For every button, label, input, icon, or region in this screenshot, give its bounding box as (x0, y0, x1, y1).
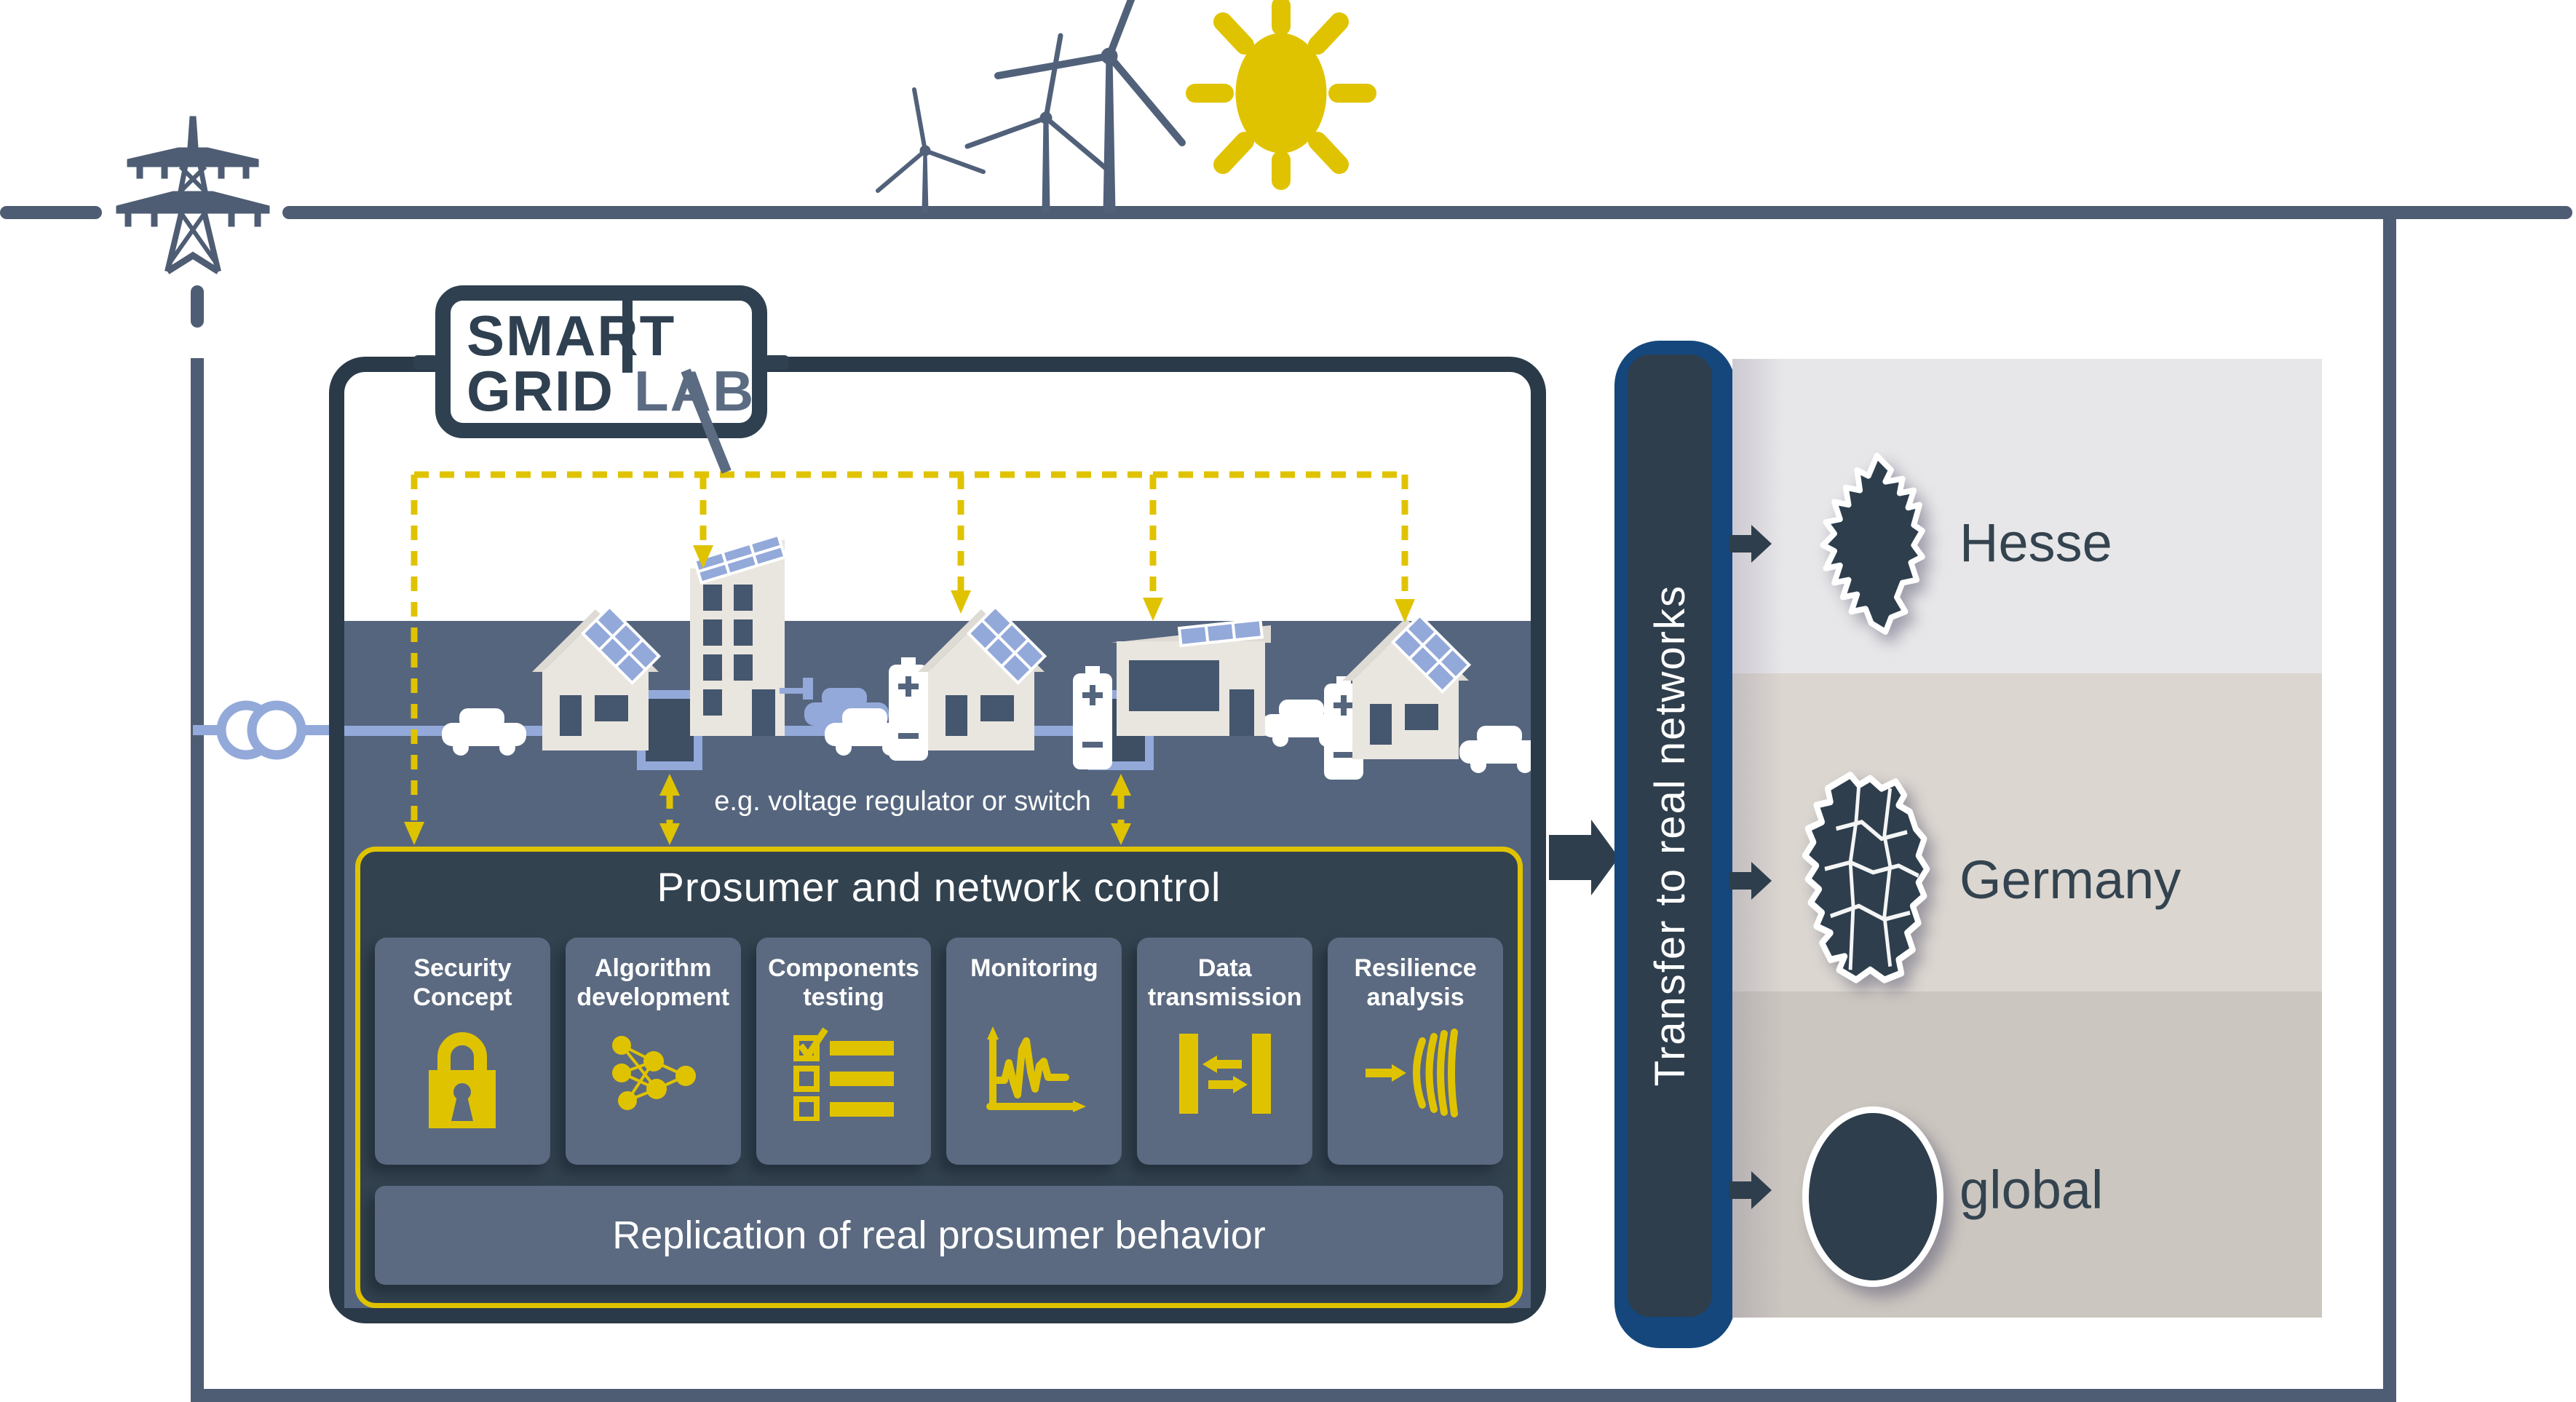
control-panel-title: Prosumer and network control (657, 864, 1221, 910)
germany-map (1802, 772, 1930, 983)
card-data-transmission: Data transmission (1137, 938, 1313, 1165)
waveform-chart-icon (986, 1026, 1086, 1112)
label-hesse: Hesse (1959, 512, 2112, 573)
wind-turbine-icon-medium (964, 33, 1113, 213)
network-nodes-icon (612, 1036, 697, 1110)
car-icon-1 (442, 708, 555, 756)
voltage-regulator-note: e.g. voltage regulator or switch (714, 786, 1091, 817)
logo-right-stub (764, 355, 789, 370)
transformer-icon (193, 700, 353, 760)
target-panel-hesse (1732, 359, 2322, 673)
grid-left-line (191, 358, 204, 1402)
card-security-concept: Security Concept (375, 938, 550, 1165)
card-resilience-analysis: Resilience analysis (1328, 938, 1503, 1165)
card-algorithm-development: Algorithm development (565, 938, 741, 1165)
grid-top-line-left-stub (0, 206, 102, 219)
logo-word-smart: SMART (467, 304, 676, 368)
label-global: global (1959, 1160, 2104, 1220)
transfer-bar: Transfer to real networks (1628, 355, 1712, 1317)
logo-left-stub (413, 355, 438, 370)
resilience-waves-icon (1365, 1029, 1458, 1117)
label-germany: Germany (1959, 849, 2181, 910)
capability-cards-row: Security Concept Algorithm development (375, 938, 1503, 1165)
grid-right-line (2383, 219, 2396, 1402)
prosumer-control-panel: Prosumer and network control Security Co… (355, 847, 1523, 1308)
card-label: Components testing (768, 954, 919, 1012)
card-label: Resilience analysis (1354, 954, 1477, 1012)
battery-icon-2 (1073, 666, 1112, 769)
house-icon-2 (918, 604, 1047, 750)
logo-divider (622, 285, 633, 373)
arrow-icon-germany (1729, 862, 1772, 900)
hesse-map (1820, 452, 1925, 635)
arrow-icon-global (1729, 1171, 1772, 1209)
wind-turbine-icon-large (994, 0, 1186, 213)
wind-turbine-icon-small (876, 87, 986, 213)
transfer-arrow-icon (1549, 820, 1619, 895)
power-pylon-icon (116, 116, 270, 274)
control-signal-arrowheads (404, 545, 1415, 845)
replication-bar: Replication of real prosumer behavior (375, 1186, 1503, 1285)
card-label: Algorithm development (576, 954, 730, 1012)
apartment-building-icon (690, 533, 813, 736)
checklist-icon (793, 1027, 895, 1121)
data-exchange-icon (1178, 1034, 1271, 1114)
arrow-icon-hesse (1729, 525, 1772, 563)
card-label: Data transmission (1147, 954, 1302, 1012)
card-label: Security Concept (413, 954, 512, 1012)
card-components-testing: Components testing (756, 938, 932, 1165)
logo-word-grid: GRID (467, 359, 614, 423)
padlock-icon (429, 1032, 496, 1128)
grid-top-line (282, 206, 2572, 219)
car-icon-4 (1459, 726, 1531, 773)
grid-bottom-line (191, 1389, 2396, 1402)
control-signal-lines (411, 471, 1408, 825)
house-icon-3 (1342, 613, 1472, 759)
sun-icon (1186, 0, 1376, 190)
house-icon-1 (532, 604, 662, 750)
smart-grid-lab-logo: SMART GRID LAB (435, 285, 767, 474)
warehouse-icon (1111, 618, 1271, 736)
battery-icon-1 (889, 657, 928, 761)
transfer-bar-label: Transfer to real networks (1646, 585, 1694, 1087)
globe-circle (1802, 1106, 1943, 1287)
card-label: Monitoring (970, 954, 1098, 982)
card-monitoring: Monitoring (946, 938, 1122, 1165)
grid-left-line-stub (191, 285, 204, 328)
renewables-strip (876, 0, 1376, 213)
junction-box-1 (637, 690, 702, 770)
